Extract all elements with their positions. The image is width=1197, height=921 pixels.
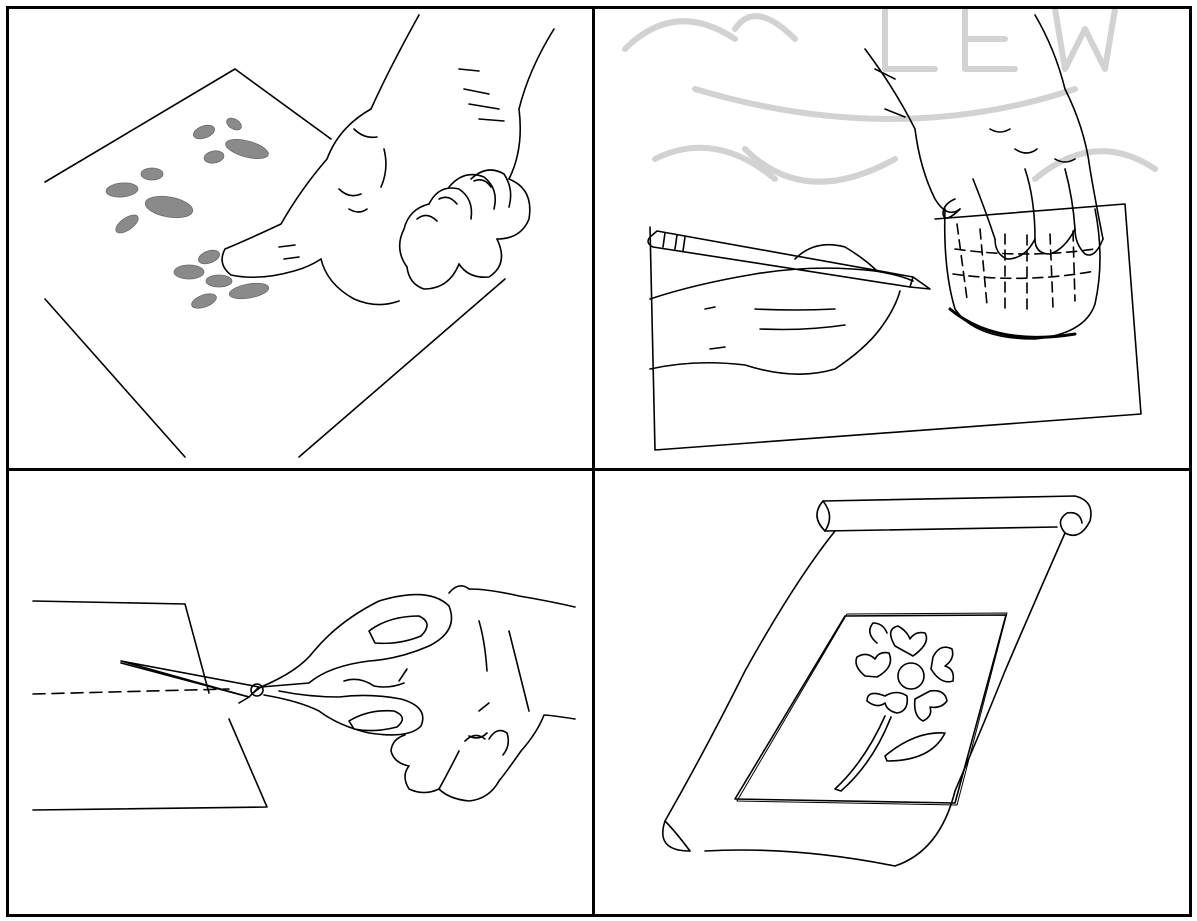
panel-cut-along-line — [9, 471, 592, 914]
paper-edge — [45, 69, 331, 182]
scissors-cutting-illustration — [9, 471, 592, 914]
flower-leaf — [885, 733, 945, 761]
flower-cutout — [835, 623, 953, 791]
fingerprint-stamping-illustration — [9, 9, 592, 468]
cutting-line — [33, 689, 229, 694]
pencil — [648, 231, 930, 289]
flower-center — [898, 663, 924, 689]
panel-flower-stencil-scroll — [595, 471, 1189, 914]
fingerprint-marks — [105, 116, 270, 311]
flower-stem — [835, 716, 891, 791]
panel-trace-around-jar — [595, 9, 1189, 468]
flower-stencil-illustration — [595, 471, 1189, 914]
pencil-tracing-illustration — [595, 9, 1189, 468]
jar-outline — [945, 209, 1100, 339]
scissors-blade-top — [121, 661, 259, 697]
scroll-sheet — [663, 531, 835, 851]
panel-fingerprint-on-paper — [9, 9, 592, 468]
